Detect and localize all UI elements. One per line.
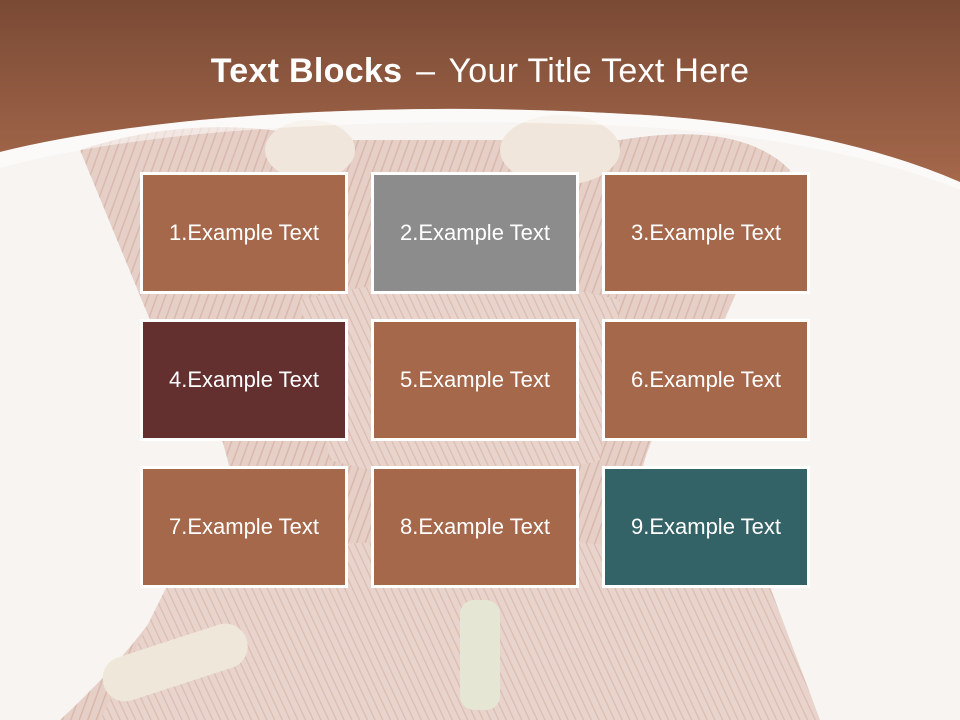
text-block-7[interactable]: 7.Example Text: [140, 466, 348, 588]
text-block-6[interactable]: 6.Example Text: [602, 319, 810, 441]
text-block-1[interactable]: 1.Example Text: [140, 172, 348, 294]
text-block-9[interactable]: 9.Example Text: [602, 466, 810, 588]
title-bold: Text Blocks: [210, 52, 403, 90]
text-block-8[interactable]: 8.Example Text: [371, 466, 579, 588]
title-text: Your Title Text Here: [448, 52, 750, 90]
title-separator: –: [416, 52, 436, 90]
slide-title: Text Blocks – Your Title Text Here: [0, 52, 960, 91]
text-block-2[interactable]: 2.Example Text: [371, 172, 579, 294]
text-block-4[interactable]: 4.Example Text: [140, 319, 348, 441]
text-block-3[interactable]: 3.Example Text: [602, 172, 810, 294]
text-block-5[interactable]: 5.Example Text: [371, 319, 579, 441]
